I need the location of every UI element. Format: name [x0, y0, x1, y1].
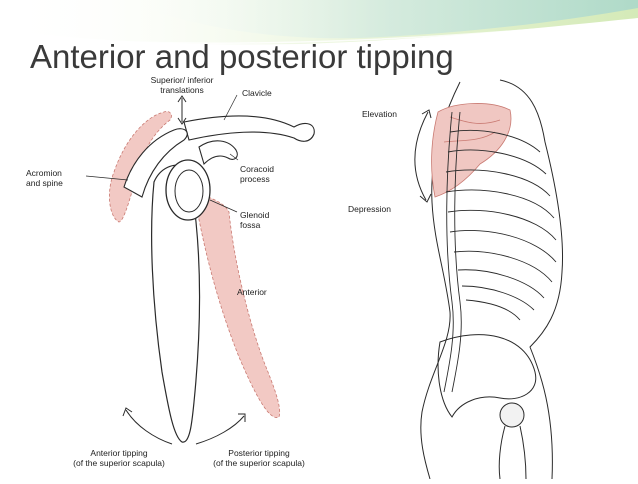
- scapula-drawing: [85, 94, 315, 445]
- clavicle: [183, 115, 315, 142]
- label-elevation: Elevation: [362, 109, 397, 119]
- label-anterior-tipping: Anterior tipping: [90, 448, 148, 458]
- label-posterior-tipping: Posterior tipping: [228, 448, 290, 458]
- label-anterior: Anterior: [237, 287, 267, 297]
- label-translations: translations: [160, 85, 204, 95]
- label-clavicle: Clavicle: [242, 88, 272, 98]
- label-glenoid: Glenoid: [240, 210, 270, 220]
- acromion: [123, 128, 188, 198]
- label-and-spine: and spine: [26, 178, 63, 188]
- rib-cage: [445, 129, 557, 321]
- label-acromion: Acromion: [26, 168, 62, 178]
- coracoid: [198, 140, 238, 166]
- spine: [443, 111, 462, 393]
- acromion-shadow: [109, 111, 172, 223]
- thorax-illustration: Elevation Depression: [340, 72, 610, 480]
- femur-head: [499, 402, 525, 428]
- label-depression: Depression: [348, 204, 391, 214]
- elevation-depression-arrow: [414, 111, 429, 201]
- thorax-drawing: [414, 79, 563, 480]
- label-process: process: [240, 174, 270, 184]
- label-coracoid: Coracoid: [240, 164, 275, 174]
- label-anterior-tipping-sub: (of the superior scapula): [73, 458, 165, 468]
- anterior-shadow: [193, 191, 281, 418]
- anterior-tipping-arrow: [125, 409, 173, 445]
- banner-swoosh-teal: [120, 0, 638, 39]
- header-banner: [0, 0, 638, 45]
- scapula-illustration: Superior/ inferior translations Clavicle…: [24, 72, 329, 479]
- label-fossa: fossa: [240, 220, 261, 230]
- pelvis: [437, 334, 537, 418]
- label-posterior-tipping-sub: (of the superior scapula): [213, 458, 305, 468]
- banner-line: [0, 19, 638, 44]
- slide-title: Anterior and posterior tipping: [30, 38, 454, 75]
- body-outline: [499, 79, 563, 480]
- glenoid-inner: [174, 169, 204, 213]
- posterior-tipping-arrow: [195, 415, 245, 445]
- label-superior-inferior: Superior/ inferior: [150, 75, 214, 85]
